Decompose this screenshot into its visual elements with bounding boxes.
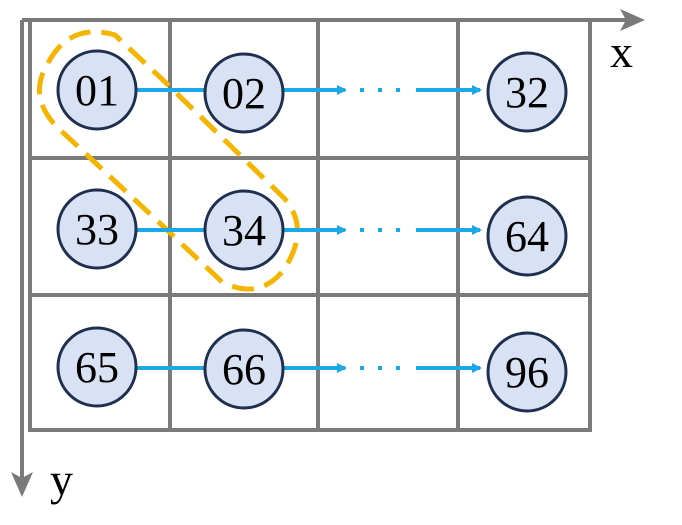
node-circle: 96: [486, 331, 568, 413]
node-circle: 32: [486, 51, 568, 133]
node-circle: 33: [56, 188, 138, 270]
y-axis-label: y: [50, 454, 73, 505]
node-label: 64: [505, 212, 549, 261]
node-label: 33: [75, 205, 119, 254]
node-circle: 65: [56, 326, 138, 408]
node-circle: 01: [56, 49, 138, 131]
x-axis-label: x: [610, 26, 633, 77]
grid-row: 01 02 32: [56, 49, 568, 134]
highlight-group-outline: [37, 29, 300, 292]
x-axis-arrowhead: [620, 9, 645, 31]
node-label: 65: [75, 343, 119, 392]
axes: x y: [11, 9, 645, 505]
node-label: 66: [222, 345, 266, 394]
grid-row: 33 34 64: [56, 188, 568, 277]
node-label: 01: [75, 66, 119, 115]
node-circle: 66: [203, 328, 285, 410]
node-circle: 02: [203, 52, 285, 134]
grid-row: 65 66 96: [56, 326, 568, 413]
node-circle: 64: [486, 195, 568, 277]
node-label: 32: [505, 68, 549, 117]
node-label: 96: [505, 348, 549, 397]
node-label: 34: [222, 206, 266, 255]
node-label: 02: [222, 69, 266, 118]
y-axis-arrowhead: [11, 472, 33, 497]
node-circle: 34: [203, 189, 285, 271]
